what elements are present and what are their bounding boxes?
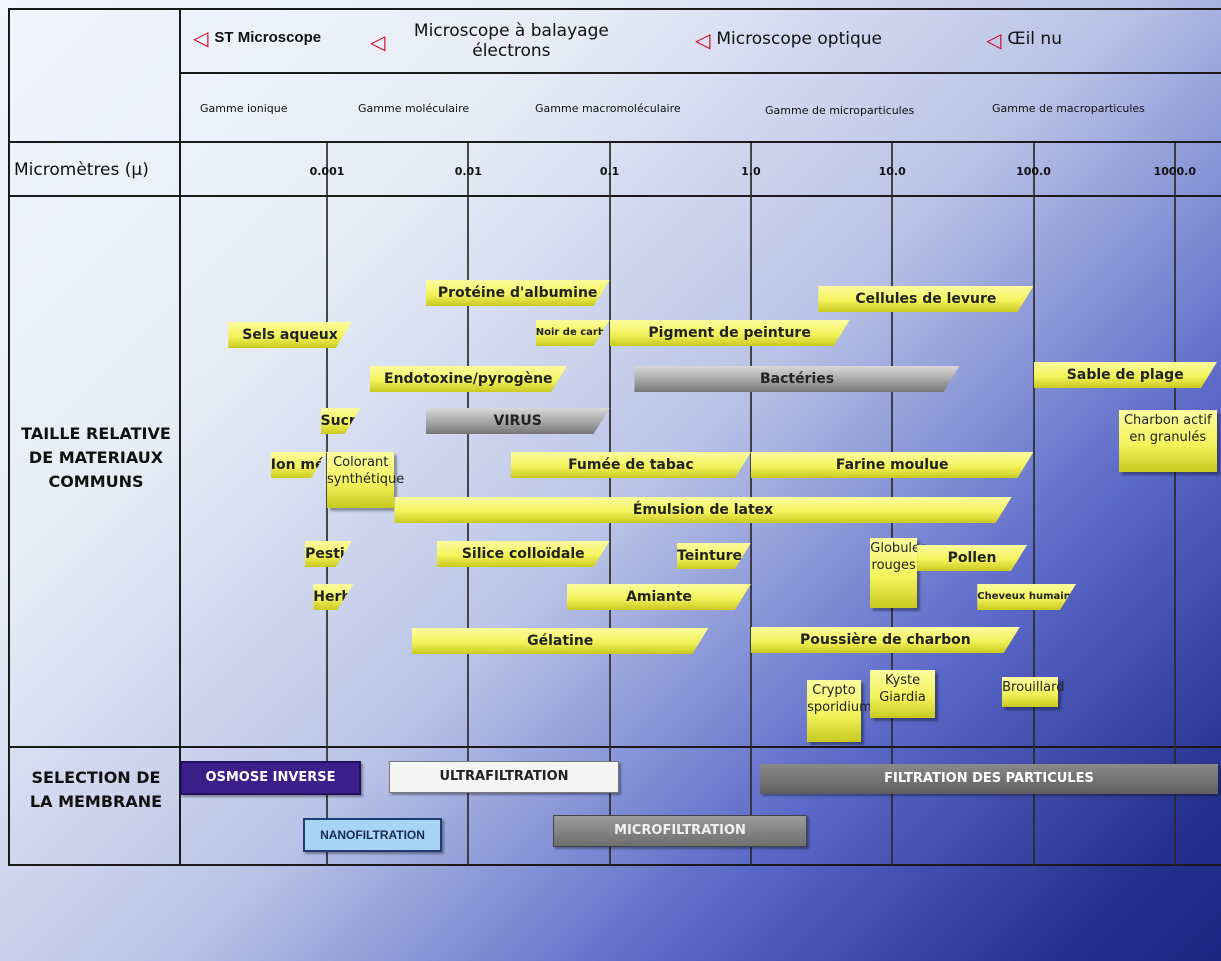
- material-bar-brouillard: Brouillard: [1002, 677, 1064, 707]
- material-bar-sable-de-plage: Sable de plage: [1034, 362, 1218, 388]
- material-bar-cheveux-humains: Cheveux humains: [977, 584, 1076, 610]
- range-macroparticle: Gamme de macroparticules: [992, 102, 1145, 115]
- material-bar-pollen: Pollen: [917, 545, 1027, 571]
- ultrafiltration-bar: ULTRAFILTRATION: [389, 761, 619, 793]
- naked-eye: ◁ Œil nu: [986, 28, 1062, 52]
- material-bar-amiante: Amiante: [567, 584, 751, 610]
- grid-line: [180, 72, 1221, 74]
- material-bar-fum-e-de-tabac: Fumée de tabac: [511, 452, 751, 478]
- microfiltration-bar: MICROFILTRATION: [553, 815, 807, 847]
- left-triangle-outline-icon: ◁: [370, 29, 386, 54]
- grid-line: [8, 864, 1221, 866]
- material-bar-herbicide: Herbicide: [313, 584, 353, 610]
- microscope-electron: ◁ Microscope à balayage électrons: [370, 21, 609, 61]
- range-macromolecular: Gamme macromoléculaire: [535, 102, 681, 115]
- material-bar-kyste-giardia: Kyste Giardia: [870, 670, 935, 718]
- range-molecular: Gamme moléculaire: [358, 102, 470, 115]
- osmose-inverse-bar: OSMOSE INVERSE: [180, 761, 361, 795]
- grid-line: [8, 195, 1221, 197]
- material-bar-pigment-de-peinture: Pigment de peinture: [610, 320, 850, 346]
- grid-line: [8, 141, 1221, 143]
- microscope-optical: ◁ Microscope optique: [695, 28, 883, 52]
- material-bar-sucre: Sucre: [321, 408, 361, 434]
- left-triangle-outline-icon: ◁: [193, 26, 209, 50]
- material-bar--mulsion-de-latex: Émulsion de latex: [394, 497, 1011, 523]
- membrane-section-label: SELECTION DE LA MEMBRANE: [29, 768, 163, 811]
- material-bar-prot-ine-d-albumine: Protéine d'albumine: [426, 280, 610, 306]
- grid-line: [8, 8, 1221, 10]
- material-bar-charbon-actif-en-granul-s: Charbon actif en granulés: [1118, 410, 1217, 472]
- nanofiltration-bar: NANOFILTRATION: [303, 818, 442, 852]
- material-bar-bact-ries: Bactéries: [634, 366, 959, 392]
- material-bar-virus: VIRUS: [426, 408, 610, 434]
- material-bar-noir-de-carbone: Noir de carbone: [536, 320, 610, 346]
- axis-tick-label: 100.0: [1016, 165, 1051, 178]
- material-bar-silice-collo-dale: Silice colloïdale: [437, 541, 610, 567]
- material-bar-globules-rouges: Globules rouges: [870, 538, 927, 608]
- axis-tick-label: 1.0: [741, 165, 761, 178]
- left-triangle-outline-icon: ◁: [695, 28, 711, 52]
- material-bar-teinture-indigo: Teinture indigo: [677, 543, 751, 569]
- axis-label: Micromètres (µ): [14, 160, 149, 180]
- range-ionic: Gamme ionique: [200, 102, 288, 115]
- material-bar-g-latine: Gélatine: [412, 628, 708, 654]
- material-bar-sels-aqueux: Sels aqueux: [228, 322, 352, 348]
- decade-grid-line: [1173, 143, 1176, 865]
- axis-tick-label: 0.001: [309, 165, 345, 178]
- microscope-st: ◁ ST Microscope: [193, 26, 322, 50]
- materials-section-label: TAILLE RELATIVE DE MATERIAUX COMMUNS: [21, 424, 171, 491]
- axis-tick-label: 1000.0: [1153, 165, 1197, 178]
- particle-filtration-bar: FILTRATION DES PARTICULES: [760, 764, 1218, 794]
- material-bar-poussi-re-de-charbon: Poussière de charbon: [751, 627, 1020, 653]
- material-bar-crypto-sporidium: Crypto sporidium: [807, 680, 872, 742]
- material-bar-colorant-synth-tique: Colorant synthétique: [327, 452, 404, 508]
- material-bar-farine-moulue: Farine moulue: [751, 452, 1034, 478]
- grid-line: [179, 8, 181, 865]
- material-bar-cellules-de-levure: Cellules de levure: [818, 286, 1033, 312]
- axis-tick-label: 0.01: [454, 165, 482, 178]
- left-triangle-outline-icon: ◁: [986, 28, 1002, 52]
- range-microparticle: Gamme de microparticules: [765, 104, 915, 117]
- grid-line: [8, 8, 10, 865]
- material-bar-ion-m-tallique: Ion métallique: [271, 452, 327, 478]
- grid-line: [8, 746, 1221, 748]
- material-bar-pesticide: Pesticide: [305, 541, 352, 567]
- axis-tick-label: 0.1: [599, 165, 620, 178]
- axis-tick-label: 10.0: [878, 165, 906, 178]
- decade-grid-line: [1032, 143, 1035, 865]
- material-bar-endotoxine-pyrog-ne: Endotoxine/pyrogène: [370, 366, 568, 392]
